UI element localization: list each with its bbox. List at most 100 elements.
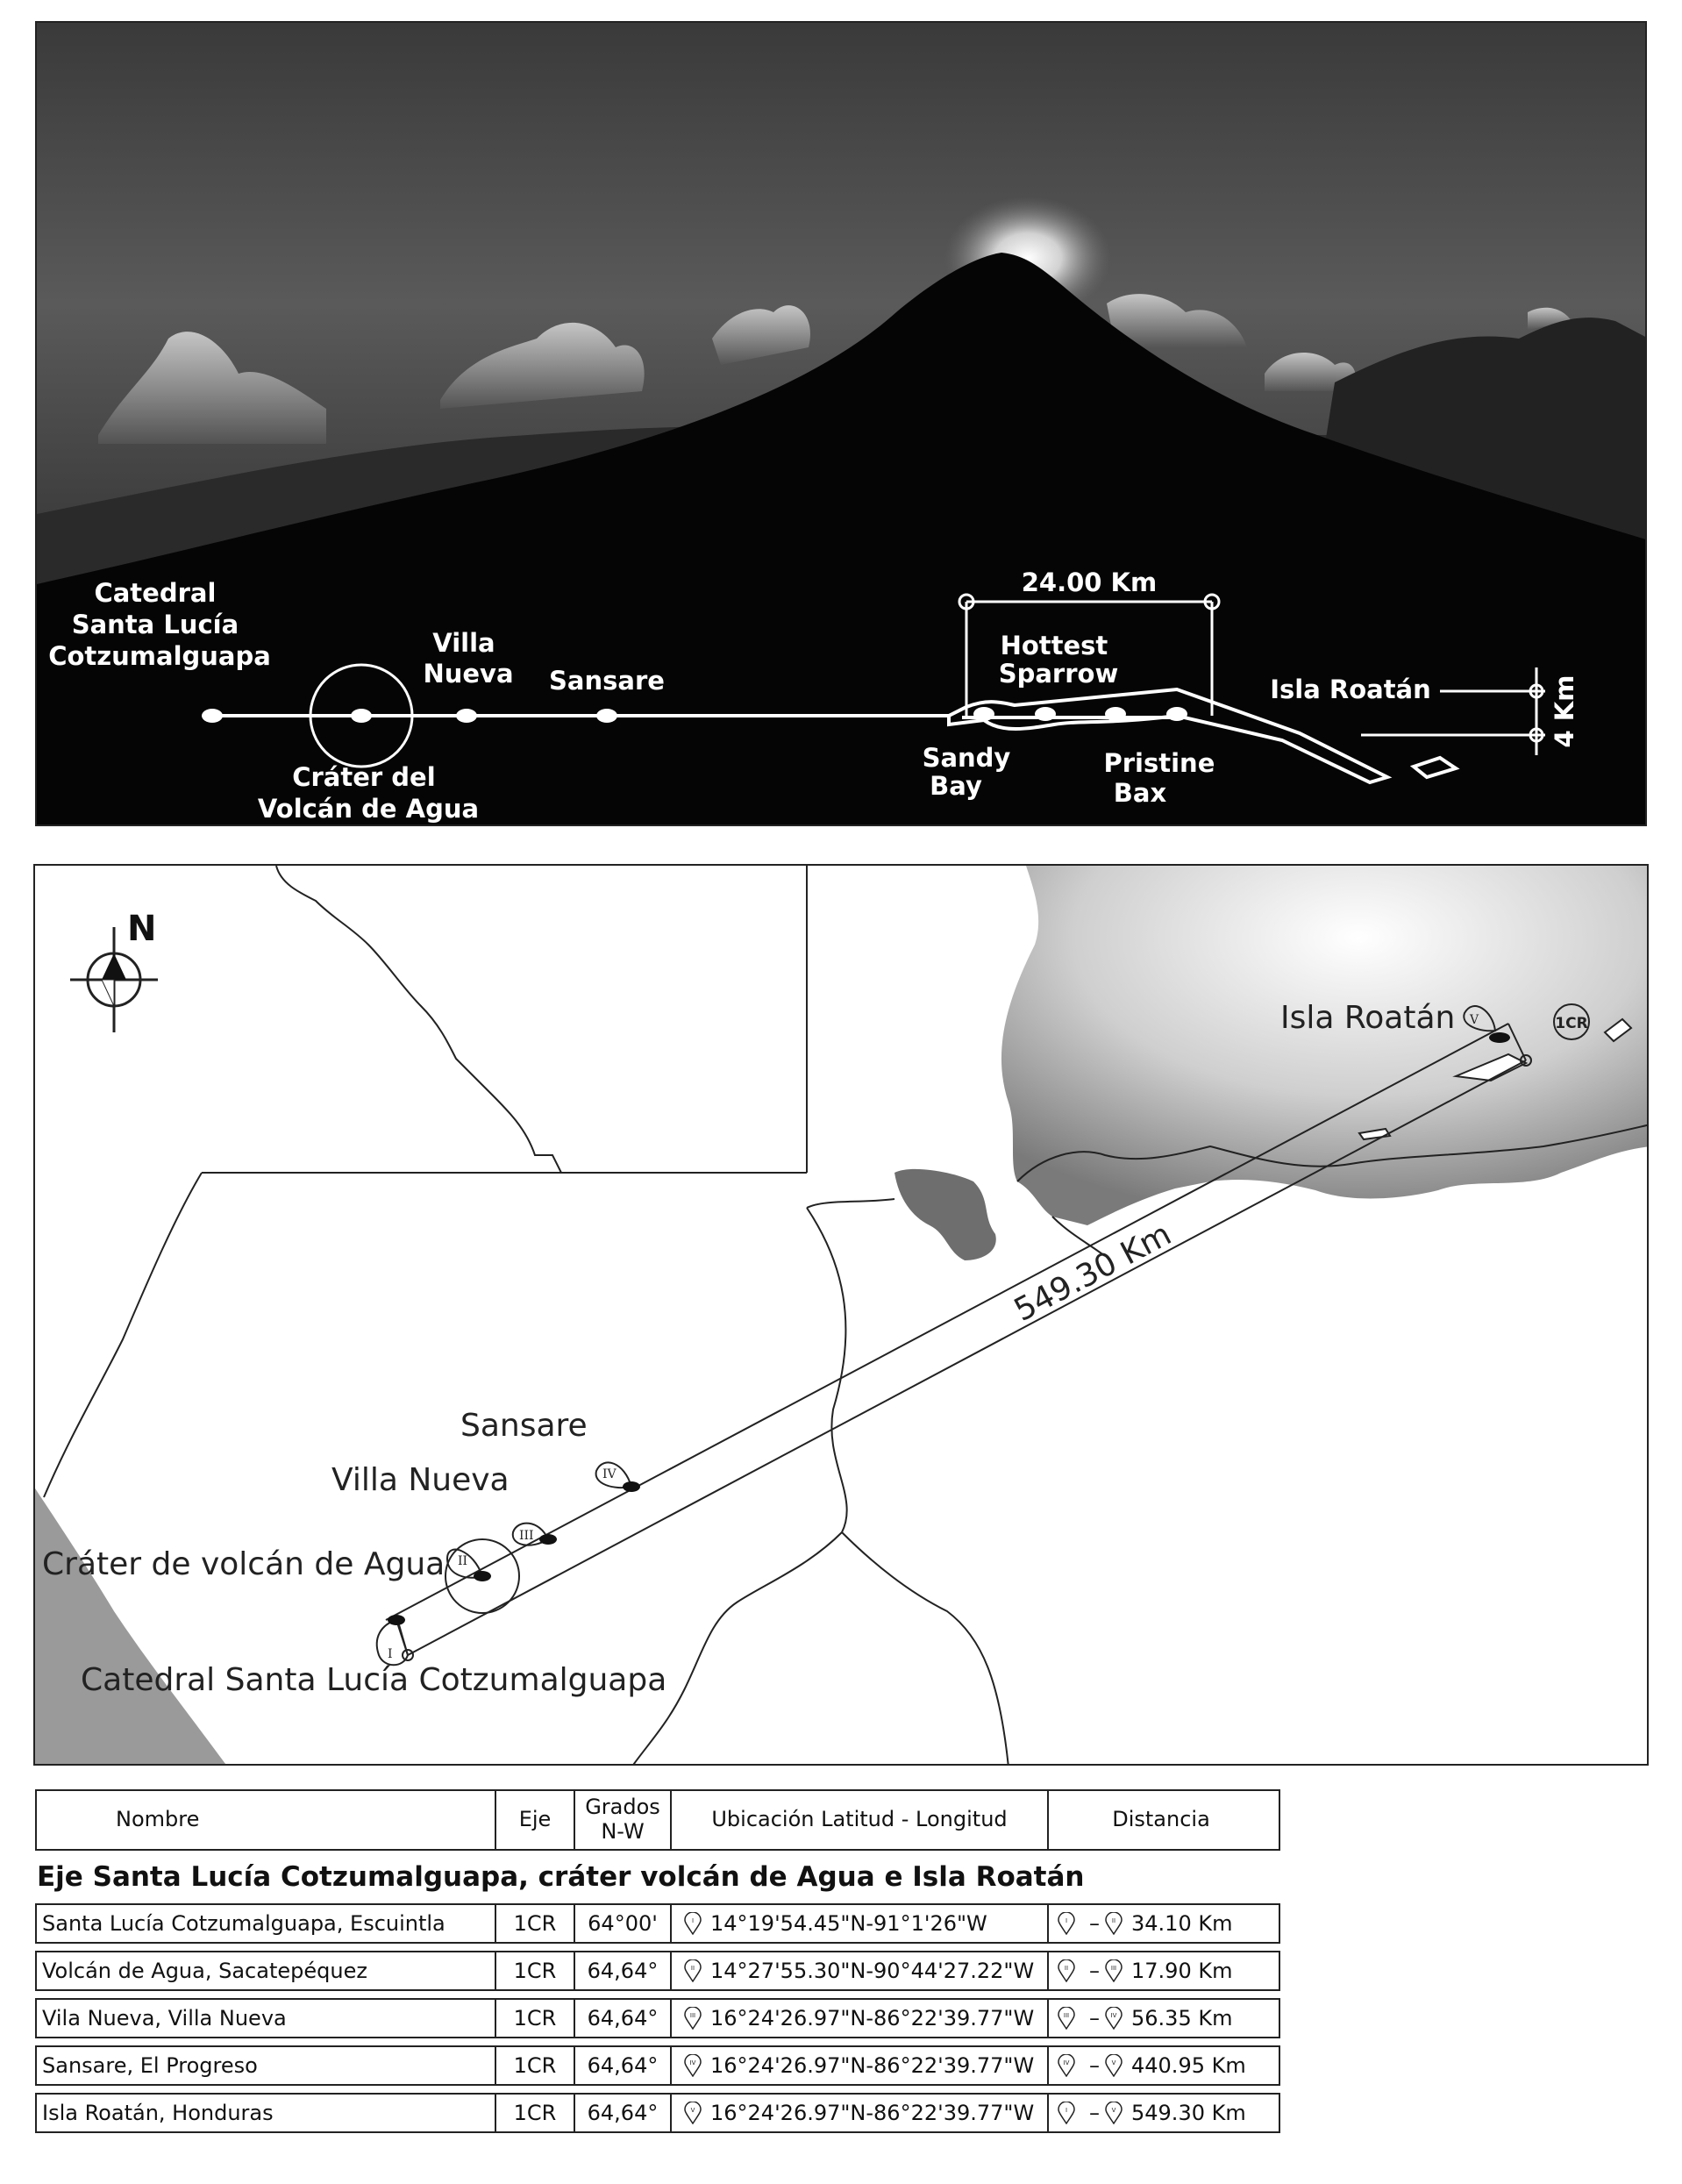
- location-pin-icon: I: [1058, 1912, 1075, 1935]
- point-isla-roatan: [1166, 707, 1187, 721]
- svg-text:I: I: [692, 1917, 694, 1924]
- pin-III: [511, 1522, 550, 1546]
- location-pin-icon: III: [684, 2007, 702, 2030]
- location-pin-icon: IV: [684, 2054, 702, 2077]
- map-point-I: [388, 1615, 405, 1625]
- map-label-sansare: Sansare: [460, 1408, 588, 1444]
- svg-text:II: II: [691, 1965, 695, 1972]
- pin-II-ring: [445, 1538, 520, 1614]
- svg-text:III: III: [690, 2012, 695, 2019]
- label-pristine-bax: Pristine Bax: [1104, 748, 1224, 808]
- cell-nombre: Volcán de Agua, Sacatepéquez: [37, 1952, 496, 1989]
- point-hottest-sparrow: [1035, 707, 1056, 721]
- dash-separator: –: [1089, 2101, 1100, 2125]
- alignment-map: I II III IV V 1CR 549.30 Km Catedral San…: [33, 864, 1649, 1766]
- cell-eje: 1CR: [496, 2000, 575, 2037]
- cell-ubicacion-text: 16°24'26.97"N-86°22'39.77"W: [710, 2053, 1035, 2078]
- cell-ubicacion-text: 14°27'55.30"N-90°44'27.22"W: [710, 1959, 1035, 1983]
- cell-grados: 64,64°: [575, 2000, 672, 2037]
- roman-I: I: [388, 1647, 393, 1661]
- dash-separator: –: [1089, 1959, 1100, 1983]
- location-pin-icon: III: [1105, 1959, 1123, 1982]
- point-catedral: [202, 709, 223, 723]
- roman-II: II: [458, 1554, 467, 1568]
- small-island-shape: [1409, 755, 1460, 780]
- svg-text:IV: IV: [1064, 2059, 1070, 2066]
- svg-text:III: III: [1111, 1965, 1116, 1972]
- svg-text:IV: IV: [690, 2059, 696, 2066]
- point-sandy-bay: [973, 707, 994, 721]
- label-sandy-bay: Sandy Bay: [923, 743, 1020, 801]
- dash-separator: –: [1089, 2006, 1100, 2031]
- location-pin-icon: IV: [1058, 2054, 1075, 2077]
- map-pins: [375, 1003, 1590, 1667]
- location-pin-icon: II: [684, 1959, 702, 1982]
- map-points: [388, 1032, 1510, 1625]
- header-nombre: Nombre: [37, 1791, 496, 1849]
- cell-distancia-text: 440.95 Km: [1131, 2053, 1246, 2078]
- point-crater: [351, 709, 372, 723]
- label-sansare: Sansare: [549, 666, 665, 696]
- cell-distancia-text: 56.35 Km: [1131, 2006, 1233, 2031]
- point-villa-nueva: [456, 709, 477, 723]
- cell-eje: 1CR: [496, 2047, 575, 2084]
- svg-text:V: V: [1112, 2059, 1116, 2066]
- header-grados-line1: Grados: [585, 1795, 660, 1820]
- volcano-profile-photo: Catedral Santa Lucía Cotzumalguapa Cráte…: [35, 21, 1647, 826]
- profile-points: [202, 707, 1187, 723]
- label-isla-roatan: Isla Roatán: [1270, 674, 1431, 704]
- location-pin-icon: I: [684, 1912, 702, 1935]
- location-pin-icon: V: [1105, 2102, 1123, 2124]
- cell-ubicacion-text: 16°24'26.97"N-86°22'39.77"W: [710, 2006, 1035, 2031]
- label-villa-nueva: Villa Nueva: [423, 628, 513, 689]
- map-label-villa-nueva: Villa Nueva: [331, 1462, 510, 1498]
- cell-ubicacion: III 16°24'26.97"N-86°22'39.77"W: [672, 2000, 1049, 2037]
- pin-V: [1463, 1005, 1497, 1032]
- cell-distancia-text: 549.30 Km: [1131, 2101, 1246, 2125]
- cell-distancia-text: 34.10 Km: [1131, 1911, 1233, 1936]
- point-sansare: [596, 709, 617, 723]
- location-pin-icon: I: [1058, 2102, 1075, 2124]
- clouds: [98, 294, 1572, 444]
- cell-eje: 1CR: [496, 1952, 575, 1989]
- map-label-isla-roatan: Isla Roatán: [1280, 1000, 1455, 1036]
- height-bracket: [1361, 667, 1545, 755]
- cell-grados: 64,64°: [575, 2047, 672, 2084]
- island-profile-outline: [947, 687, 1393, 785]
- svg-text:V: V: [691, 2107, 695, 2114]
- header-distancia: Distancia: [1112, 1807, 1210, 1832]
- location-pin-icon: III: [1058, 2007, 1075, 2030]
- honduras-region: [1001, 866, 1647, 1225]
- axis-end-west: [402, 1649, 414, 1661]
- north-arrow: [70, 927, 158, 1032]
- pin-IV: [595, 1461, 633, 1488]
- header-grados-line2: N-W: [601, 1819, 645, 1844]
- pacific-sea: [35, 1488, 226, 1764]
- svg-text:II: II: [1065, 1965, 1068, 1972]
- cell-ubicacion: IV 16°24'26.97"N-86°22'39.77"W: [672, 2047, 1049, 2084]
- location-pin-icon: II: [1105, 1912, 1123, 1935]
- cell-nombre: Sansare, El Progreso: [37, 2047, 496, 2084]
- svg-text:V: V: [1112, 2107, 1116, 2114]
- profile-graphic: Catedral Santa Lucía Cotzumalguapa Cráte…: [37, 23, 1645, 824]
- roman-V: V: [1469, 1013, 1479, 1027]
- svg-text:III: III: [1064, 2012, 1069, 2019]
- location-pin-icon: V: [684, 2102, 702, 2124]
- map-point-III: [539, 1534, 557, 1545]
- border-lines: [43, 866, 1647, 1764]
- label-crater: Cráter del Volcán de Agua: [258, 762, 479, 824]
- ref-marker-ring: [1553, 1003, 1590, 1040]
- distance-label: 549.30 Km: [1008, 1217, 1177, 1329]
